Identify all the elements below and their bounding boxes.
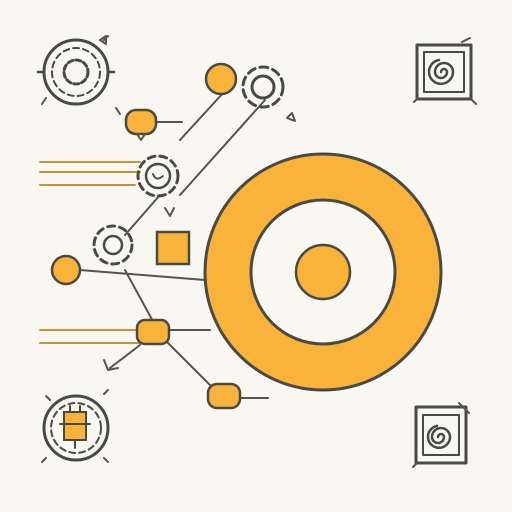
node-pin (124, 108, 158, 136)
target-icon (203, 152, 443, 392)
node-middle (135, 318, 171, 346)
gear-icon (136, 154, 180, 198)
node-bottom (206, 382, 242, 410)
gear-icon (36, 35, 116, 106)
speed-lines (39, 161, 141, 344)
gold-nodes (50, 62, 242, 410)
node-left (50, 254, 82, 286)
spiral-box-icon (412, 402, 470, 468)
node-square (155, 230, 191, 266)
spiral-box-icon (413, 37, 477, 105)
gear-icon (241, 65, 285, 109)
plug-gear-icon (41, 389, 110, 463)
node-top (204, 62, 238, 96)
gear-icon (92, 224, 134, 266)
